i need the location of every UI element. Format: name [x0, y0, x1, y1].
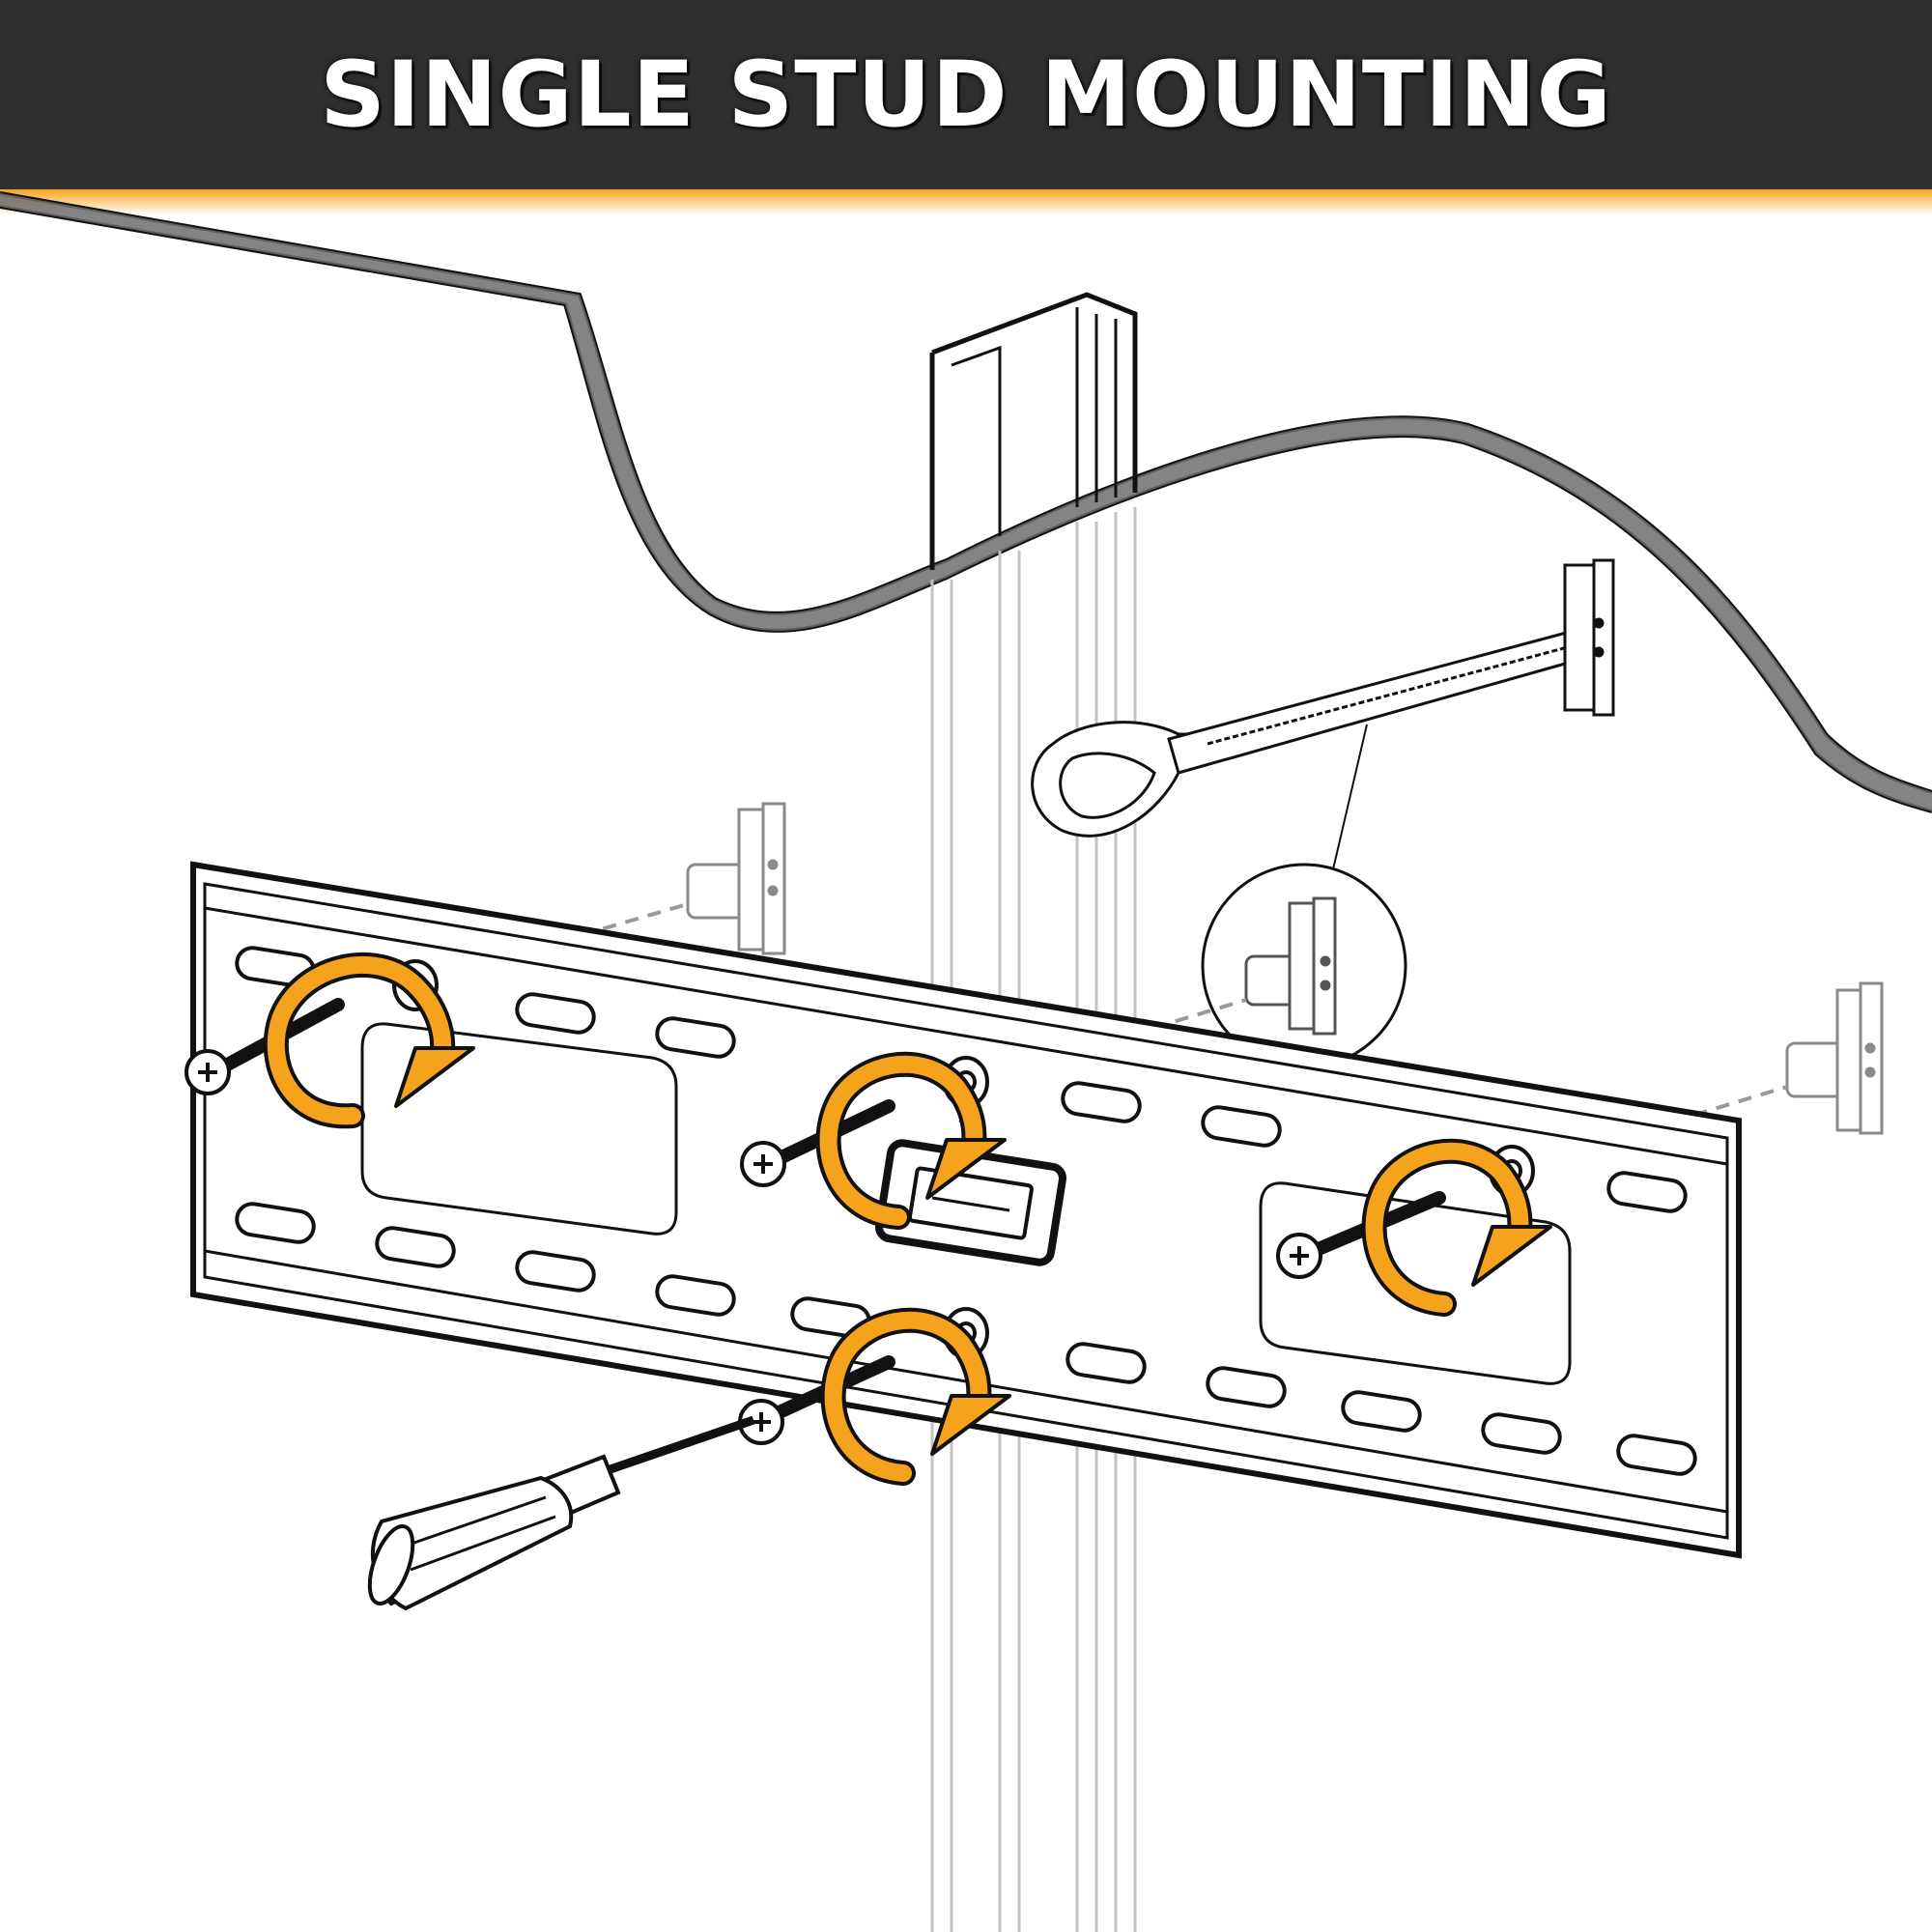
anchor-tool	[1031, 558, 1615, 838]
screwdriver-icon	[367, 1415, 755, 1611]
anchor-bracket-icon	[1785, 981, 1884, 1135]
rotate-arrow-icon	[815, 1051, 1007, 1230]
anchor-bracket-icon	[686, 802, 786, 955]
wall-cutaway	[0, 191, 1932, 813]
rotate-arrow-icon	[263, 952, 475, 1129]
banner-accent-stripe	[0, 189, 1932, 214]
rotate-arrow-icon	[820, 1307, 1011, 1486]
title-banner: SINGLE STUD MOUNTING	[0, 0, 1932, 193]
callout-line	[1332, 724, 1368, 870]
page-title: SINGLE STUD MOUNTING	[320, 42, 1612, 148]
rotate-arrow-icon	[1361, 1138, 1552, 1317]
anchor-bracket-icon	[1244, 896, 1337, 1036]
